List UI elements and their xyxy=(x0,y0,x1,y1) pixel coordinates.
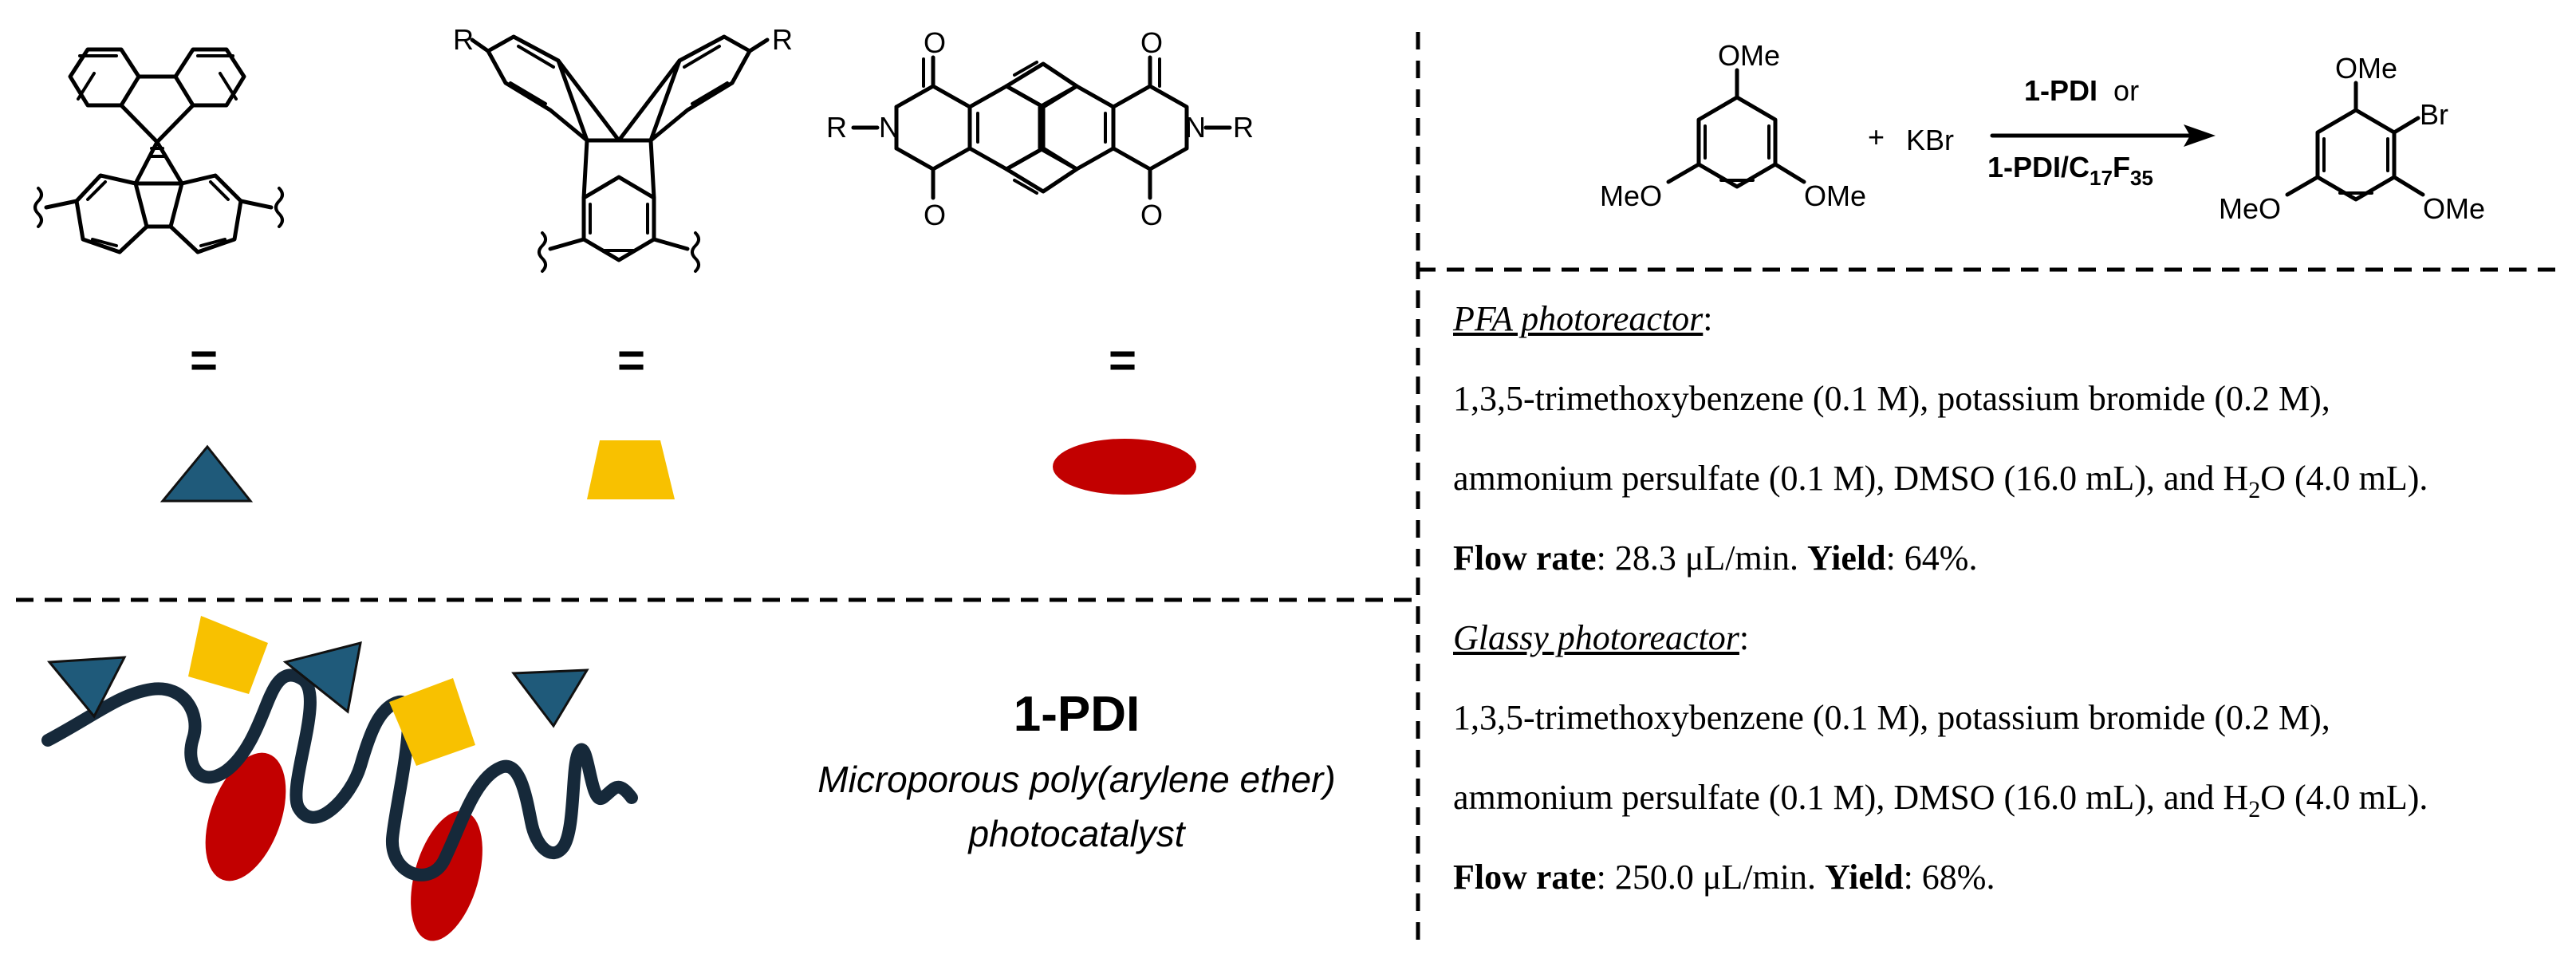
bromination-scheme: OMe MeO OMe + KBr 1-PDI or 1-PDI/C17F35 … xyxy=(1600,39,2485,225)
reactant-meo-left: MeO xyxy=(1600,179,1662,212)
pdi-r-left: R xyxy=(826,111,847,144)
perylene-diimide-structure: N R O O N R O O xyxy=(826,26,1254,231)
triptycene-structure: R R xyxy=(453,23,793,273)
potassium-bromide: KBr xyxy=(1906,124,1954,156)
pdi-oxygen-top-left: O xyxy=(924,26,946,59)
catalyst-description-line2: photocatalyst xyxy=(968,813,1185,854)
arrow-condition-bottom: 1-PDI/C17F35 xyxy=(1987,151,2153,190)
equals-triptycene: = xyxy=(617,333,645,387)
glassy-flow-yield: Flow rate: 250.0 μL/min. Yield: 68%. xyxy=(1453,858,1995,897)
reaction-arrowhead xyxy=(2184,124,2216,147)
glassy-conditions-line2: ammonium persulfate (0.1 M), DMSO (16.0 … xyxy=(1453,778,2428,822)
pfa-reactor-heading: PFA photoreactor: xyxy=(1453,299,1713,338)
polymer-chain-cartoon xyxy=(41,616,638,941)
equals-spirobifluorene: = xyxy=(190,333,218,387)
pdi-r-right: R xyxy=(1233,111,1254,144)
perylene-diimide-ellipse-symbol xyxy=(1053,439,1196,495)
pfa-reactor-label: PFA photoreactor xyxy=(1453,299,1704,338)
reactant-ome-right: OMe xyxy=(1804,179,1866,212)
section-dividers xyxy=(16,32,2564,941)
reactant-ome-top: OMe xyxy=(1718,39,1780,72)
product-meo-left: MeO xyxy=(2219,192,2281,225)
pfa-flow-yield: Flow rate: 28.3 μL/min. Yield: 64%. xyxy=(1453,538,1978,578)
glassy-reactor-heading: Glassy photoreactor: xyxy=(1453,618,1750,657)
pdi-nitrogen-left: N xyxy=(879,111,900,144)
plus-sign: + xyxy=(1868,120,1885,153)
pdi-oxygen-bottom-left: O xyxy=(924,199,946,231)
glassy-conditions-line1: 1,3,5-trimethoxybenzene (0.1 M), potassi… xyxy=(1453,698,2330,737)
pdi-oxygen-bottom-right: O xyxy=(1140,199,1163,231)
pdi-nitrogen-right: N xyxy=(1185,111,1206,144)
catalyst-name: 1-PDI xyxy=(1013,687,1140,742)
spirobifluorene-structure xyxy=(33,47,284,254)
pfa-conditions-line2: ammonium persulfate (0.1 M), DMSO (16.0 … xyxy=(1453,459,2428,503)
chain-trapezoid-1 xyxy=(188,616,268,694)
pfa-conditions-line1: 1,3,5-trimethoxybenzene (0.1 M), potassi… xyxy=(1453,379,2330,418)
product-ome-top: OMe xyxy=(2335,52,2397,85)
triptycene-trapezoid-symbol xyxy=(587,440,675,499)
product-bromine: Br xyxy=(2420,98,2448,131)
chain-triangle-3 xyxy=(511,668,589,728)
chain-ellipse-2 xyxy=(411,810,483,941)
spirobifluorene-triangle-symbol xyxy=(160,444,254,503)
product-ring xyxy=(2315,108,2397,202)
reactant-ring xyxy=(1696,95,1778,189)
product-ome-right: OMe xyxy=(2423,192,2485,225)
triptycene-r-right: R xyxy=(772,23,793,56)
chain-triangle-1 xyxy=(46,656,127,719)
glassy-reactor-label: Glassy photoreactor xyxy=(1453,618,1739,657)
chain-trapezoid-2 xyxy=(389,678,475,766)
equals-perylene-diimide: = xyxy=(1109,333,1136,387)
triptycene-r-left: R xyxy=(453,23,474,56)
chain-triangle-2 xyxy=(282,641,362,714)
pdi-oxygen-top-right: O xyxy=(1140,26,1163,59)
arrow-condition-top: 1-PDI or xyxy=(2024,74,2139,107)
chain-ellipse-1 xyxy=(205,752,286,881)
catalyst-description-line1: Microporous poly(arylene ether) xyxy=(817,759,1336,800)
